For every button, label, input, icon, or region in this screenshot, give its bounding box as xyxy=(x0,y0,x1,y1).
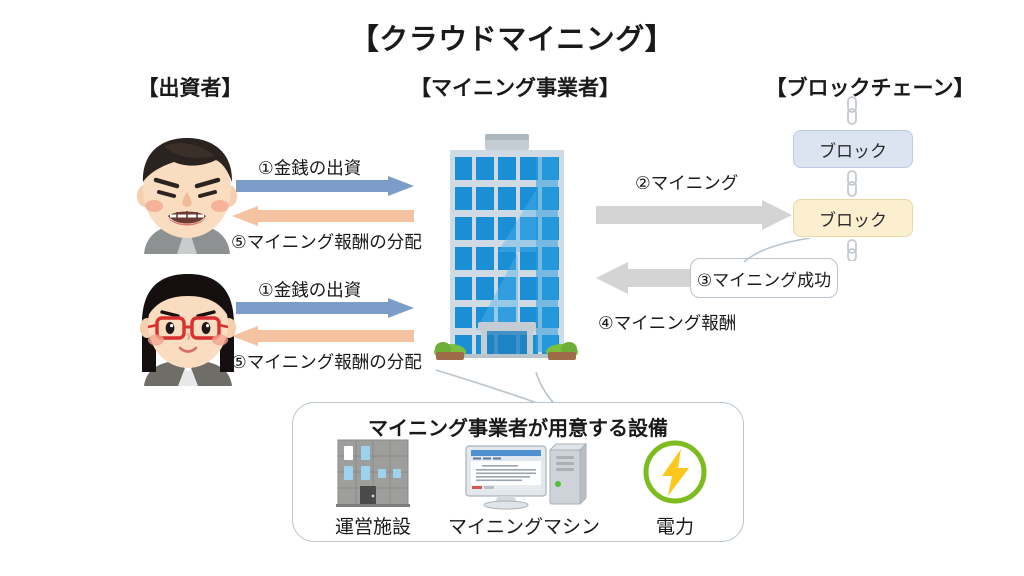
flow-arrow-reward-2 xyxy=(232,326,414,351)
office-building-icon xyxy=(432,132,582,372)
flow-label-reward-1: ⑤マイニング報酬の分配 xyxy=(231,232,422,252)
blockchain-block-1-label: ブロック xyxy=(819,141,887,161)
investor-woman-avatar xyxy=(132,272,244,386)
blockchain-block-2-label: ブロック xyxy=(819,210,887,230)
chain-link-icon-top xyxy=(845,96,859,131)
equipment-label-power: 電力 xyxy=(655,517,694,538)
equipment-item-power: 電力 xyxy=(600,438,750,539)
column-header-miner: 【マイニング事業者】 xyxy=(410,77,620,100)
equipment-label-facility: 運営施設 xyxy=(334,517,411,538)
flow-label-mining: ②マイニング xyxy=(635,173,739,193)
equipment-label-machine: マイニングマシン xyxy=(448,517,601,538)
flow-label-reward-2: ⑤マイニング報酬の分配 xyxy=(231,352,422,372)
flow-label-reward-bc: ④マイニング報酬 xyxy=(598,313,737,333)
equipment-item-machine: マイニングマシン xyxy=(448,438,601,539)
flow-arrow-reward-1 xyxy=(232,206,414,231)
column-header-blockchain: 【ブロックチェーン】 xyxy=(765,77,975,100)
chain-link-icon-middle xyxy=(845,170,859,203)
blockchain-block-1: ブロック xyxy=(793,130,913,168)
callout-mining-success: ③マイニング成功 xyxy=(690,258,838,298)
flow-arrow-mining xyxy=(596,200,792,235)
desktop-computer-icon xyxy=(448,438,598,510)
lightning-bolt-icon xyxy=(600,438,750,510)
facility-building-icon xyxy=(298,438,448,510)
equipment-item-facility: 運営施設 xyxy=(298,438,448,539)
column-header-investor: 【出資者】 xyxy=(137,77,243,100)
callout-mining-success-label: ③マイニング成功 xyxy=(696,270,832,290)
page-title: 【クラウドマイニング】 xyxy=(349,24,675,56)
flow-arrow-invest-2 xyxy=(236,298,414,323)
chain-link-icon-bottom xyxy=(845,239,859,266)
equipment-callout-title: マイニング事業者が用意する設備 xyxy=(368,418,668,440)
investor-man-avatar xyxy=(128,134,246,254)
blockchain-block-2: ブロック xyxy=(793,199,913,237)
flow-arrow-invest-1 xyxy=(236,176,414,201)
callout-success-tail xyxy=(742,237,812,267)
flow-label-invest-1: ①金銭の出資 xyxy=(258,158,362,178)
flow-label-invest-2: ①金銭の出資 xyxy=(258,280,362,300)
